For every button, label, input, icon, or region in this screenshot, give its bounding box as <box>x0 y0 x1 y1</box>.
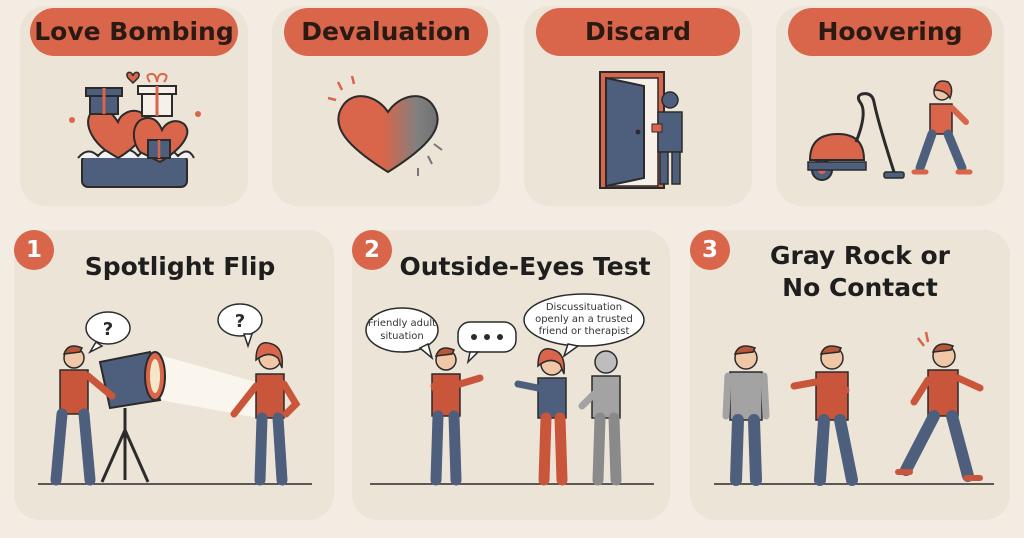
step-number-3: 3 <box>690 230 730 270</box>
bubble-left-line1: Friendly adult <box>368 318 436 329</box>
spotlight-scene-icon: ? ? <box>38 303 312 486</box>
question-mark-right: ? <box>235 311 245 332</box>
step-number-2: 2 <box>352 230 392 270</box>
bubble-left-line2: situation <box>380 331 424 342</box>
stage-label-devaluation: Devaluation <box>284 8 488 56</box>
step-number-1: 1 <box>14 230 54 270</box>
heart-gifts-icon <box>69 71 201 188</box>
stage-label-love-bombing: Love Bombing <box>30 8 238 56</box>
stage-label-hoovering: Hoovering <box>788 8 992 56</box>
fading-heart-icon <box>327 75 443 176</box>
vacuum-person-icon <box>807 80 973 181</box>
strategy-title-outside-eyes: Outside-Eyes Test <box>399 252 651 281</box>
strategy-title-gray-rock-line1: Gray Rock or <box>769 241 951 270</box>
strategy-title-gray-rock-line2: No Contact <box>782 273 938 302</box>
question-mark-left: ? <box>103 319 113 340</box>
gray-rock-scene-icon <box>714 331 994 486</box>
stage-label-discard: Discard <box>536 8 740 56</box>
outside-eyes-scene-icon: Friendly adult situation Discussituation… <box>365 293 654 486</box>
bubble-right-line2: openly an a trusted <box>535 314 633 325</box>
strategy-title-spotlight-flip: Spotlight Flip <box>84 252 276 281</box>
door-exit-icon <box>599 71 683 189</box>
bubble-right-line3: friend or therapist <box>539 326 630 337</box>
bubble-right-line1: Discussituation <box>546 302 622 313</box>
